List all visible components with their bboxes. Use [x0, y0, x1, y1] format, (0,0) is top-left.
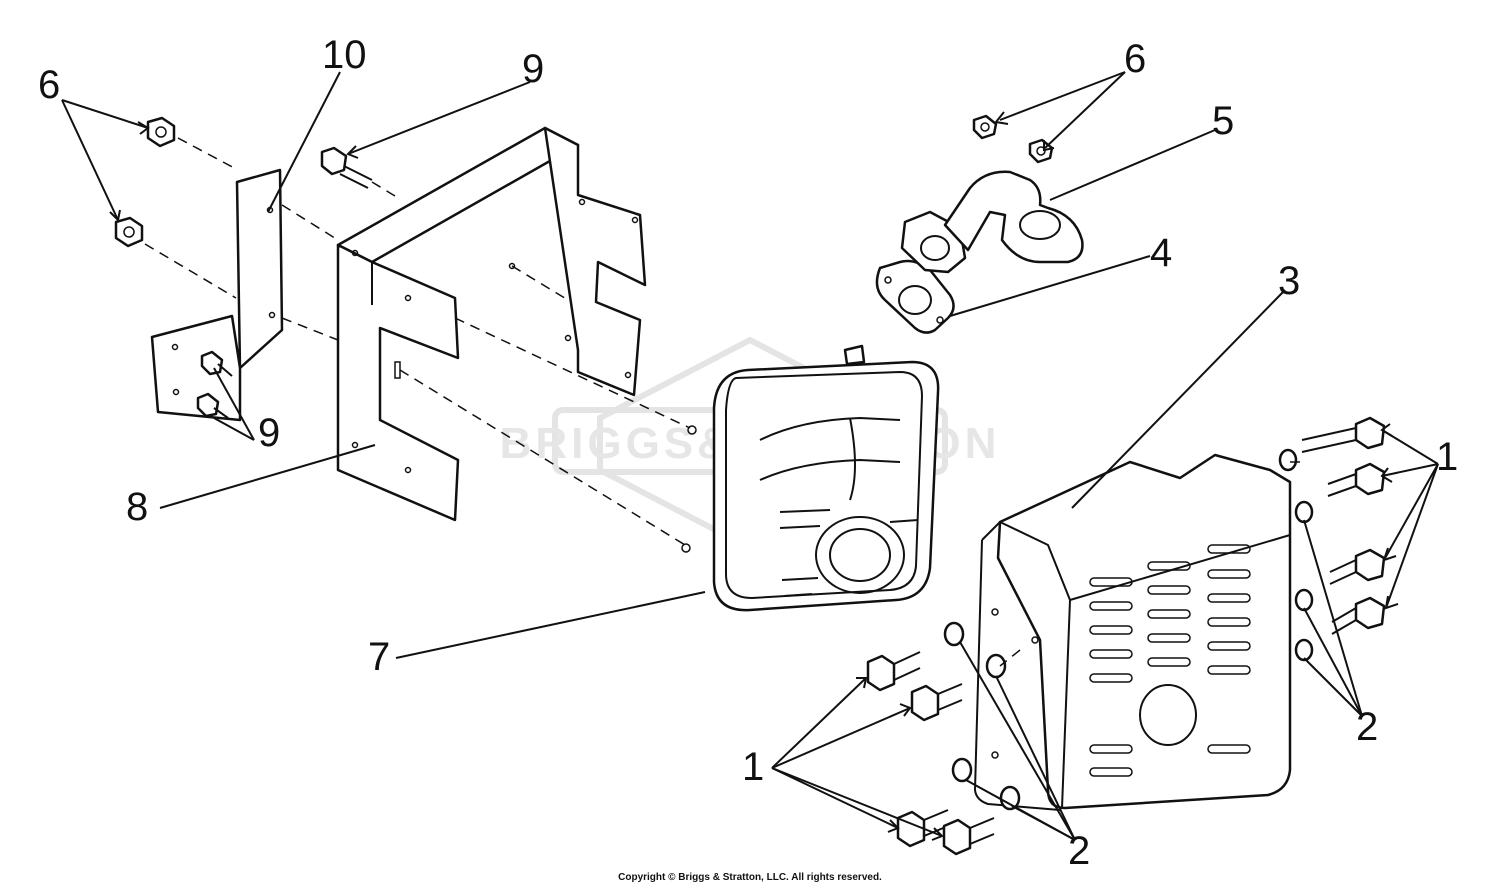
mounting-bracket-part-8 [336, 126, 647, 522]
callout-7: 7 [368, 635, 390, 679]
bracket-part-10 [150, 168, 284, 422]
callout-1-left: 1 [742, 745, 764, 789]
callout-labels: 10 9 9 8 7 6 6 5 4 3 2 2 1 1 [38, 33, 1458, 873]
callout-6-right: 6 [1124, 37, 1146, 81]
callout-5: 5 [1212, 99, 1234, 143]
nut-part-6-left [114, 116, 176, 248]
callout-1-right: 1 [1436, 435, 1458, 479]
copyright-notice: Copyright © Briggs & Stratton, LLC. All … [618, 872, 882, 883]
callout-8: 8 [126, 485, 148, 529]
muffler-guard-part-3 [974, 453, 1292, 811]
alignment-lines [144, 137, 1300, 667]
callout-9-left: 9 [258, 411, 280, 455]
callout-4: 4 [1150, 231, 1172, 275]
callout-3: 3 [1278, 259, 1300, 303]
callout-10: 10 [322, 33, 367, 77]
screw-part-9 [196, 146, 373, 419]
muffler-part-7 [681, 344, 940, 612]
callout-2-bottom: 2 [1068, 829, 1090, 873]
leader-lines [61, 71, 1439, 841]
callout-9-top: 9 [522, 47, 544, 91]
guard-louvers [1089, 544, 1251, 777]
callout-6-left: 6 [38, 63, 60, 107]
nut-part-6-right [972, 114, 1054, 164]
exhaust-elbow-part-5 [900, 170, 1084, 274]
callout-2-right: 2 [1356, 705, 1378, 749]
